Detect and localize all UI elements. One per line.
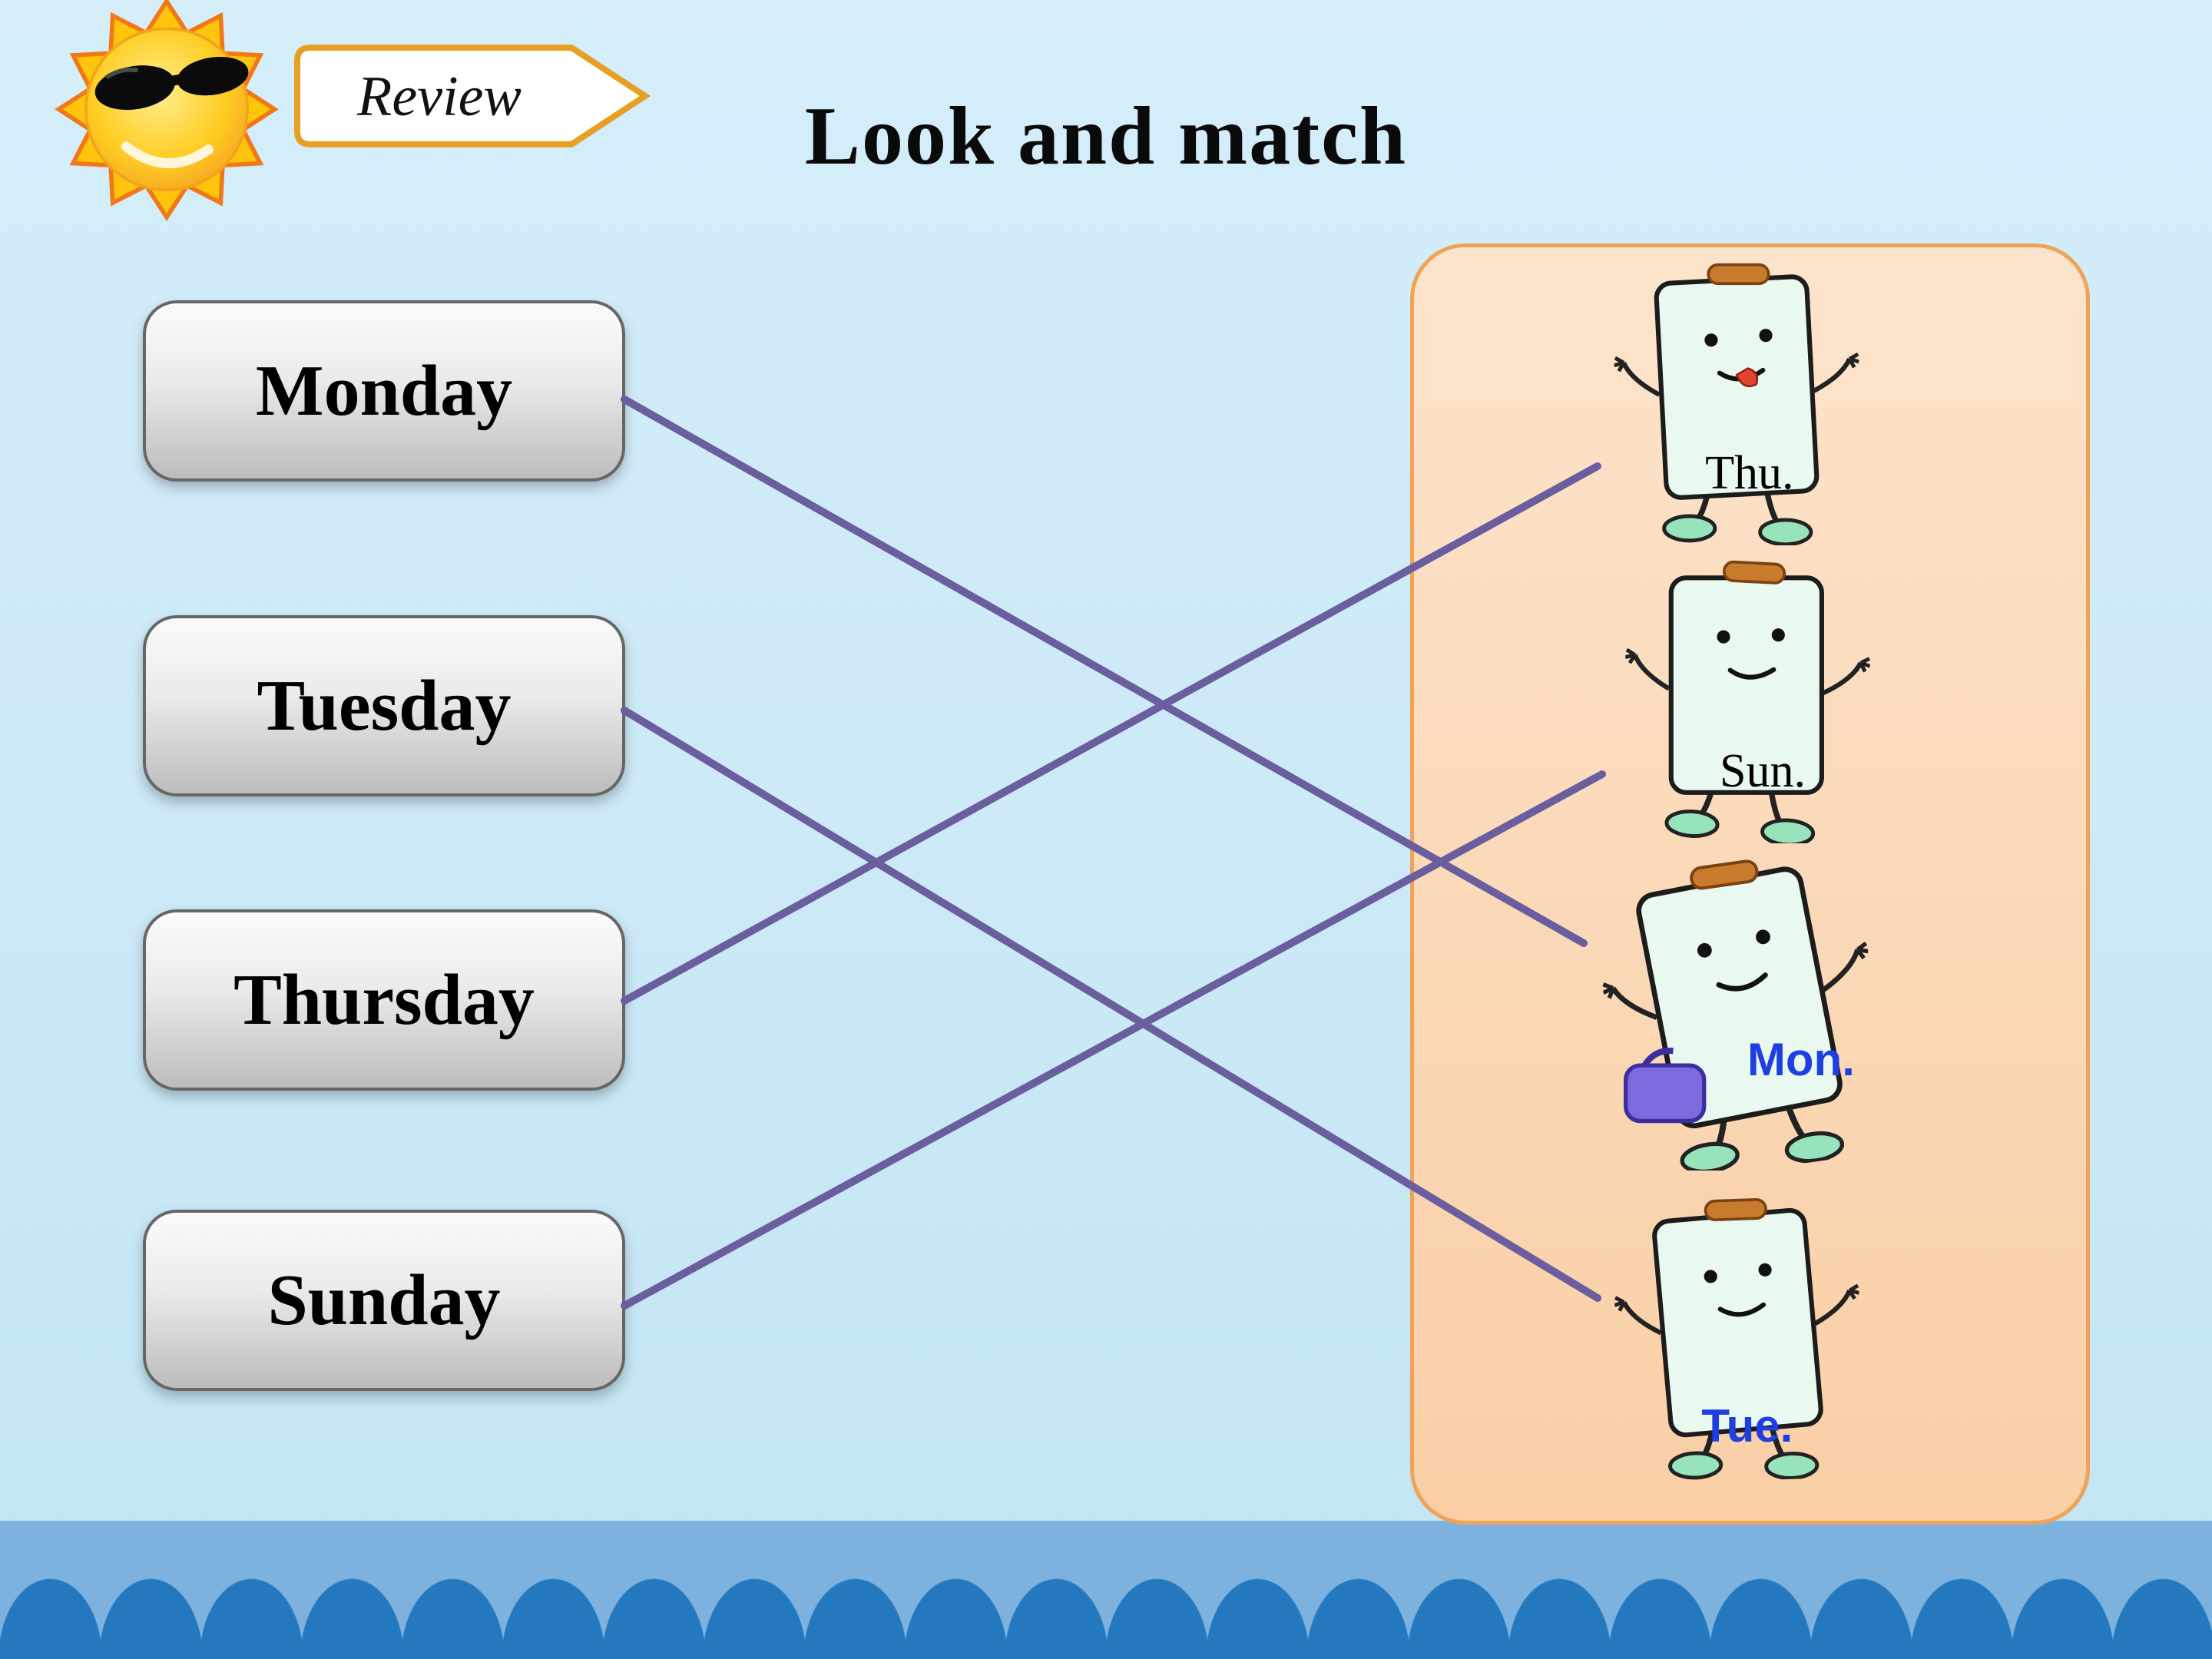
page-title: Look and match xyxy=(804,91,1408,182)
sunglasses-icon xyxy=(94,56,249,111)
review-badge-shape xyxy=(294,45,651,147)
review-badge: Review xyxy=(294,45,651,147)
calendar-character-icon xyxy=(1615,551,1876,843)
sun-smile xyxy=(121,141,214,169)
calendar-card-tue[interactable]: Tue. xyxy=(1608,1189,1869,1481)
word-card-monday[interactable]: Monday xyxy=(143,300,625,482)
wave-band xyxy=(0,1521,2212,1659)
calendar-card-sun[interactable]: Sun. xyxy=(1615,551,1876,843)
word-card-tuesday[interactable]: Tuesday xyxy=(143,615,625,796)
tongue-icon xyxy=(1735,367,1759,388)
review-label: Review xyxy=(356,65,522,128)
wave-scallops xyxy=(0,1578,2212,1659)
calendar-label-sun: Sun. xyxy=(1720,744,1806,797)
word-card-sunday[interactable]: Sunday xyxy=(143,1210,625,1391)
days-panel: Thu. Sun. Mon. Tue. xyxy=(1410,243,2090,1525)
calendar-label-thu: Thu. xyxy=(1705,446,1794,499)
calendar-label-tue: Tue. xyxy=(1701,1399,1793,1452)
calendar-label-mon: Mon. xyxy=(1747,1034,1855,1086)
calendar-card-mon[interactable]: Mon. xyxy=(1589,851,1893,1171)
bag-icon xyxy=(1624,1048,1707,1124)
calendar-card-thu[interactable]: Thu. xyxy=(1606,253,1867,545)
calendar-character-icon xyxy=(1589,851,1893,1171)
calendar-character-icon xyxy=(1606,253,1867,545)
word-card-thursday[interactable]: Thursday xyxy=(143,909,625,1091)
sun-icon xyxy=(55,0,279,222)
